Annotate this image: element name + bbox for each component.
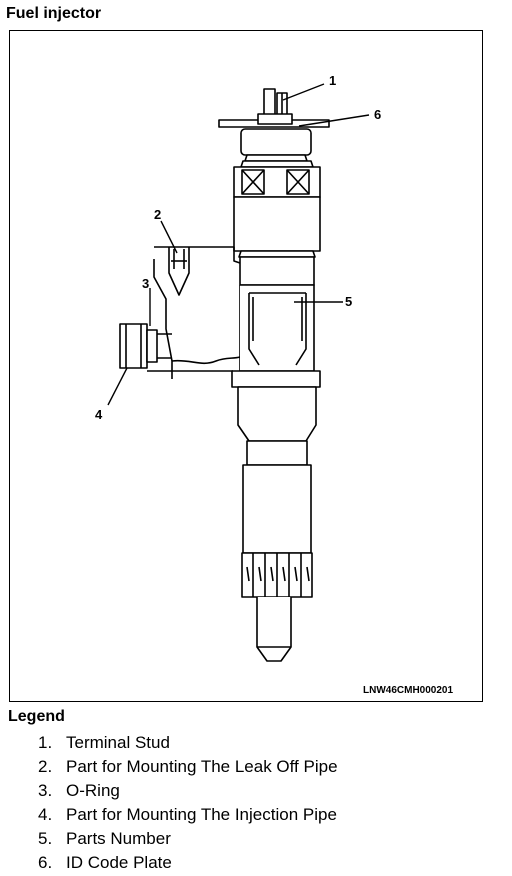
legend-item-number: 3. bbox=[38, 781, 53, 800]
legend-item-label: Part for Mounting The Leak Off Pipe bbox=[66, 757, 338, 776]
callout-4: 4 bbox=[95, 407, 103, 422]
id-code-plate bbox=[218, 113, 330, 128]
callout-1: 1 bbox=[329, 73, 336, 88]
upper-body bbox=[233, 196, 321, 286]
legend-item: 6. ID Code Plate bbox=[38, 851, 338, 875]
legend-item-label: Parts Number bbox=[66, 829, 171, 848]
legend-item-number: 1. bbox=[38, 733, 53, 752]
legend-item-label: ID Code Plate bbox=[66, 853, 172, 872]
legend-item-label: O-Ring bbox=[66, 781, 120, 800]
callout-labels: 1 6 2 3 5 4 LNW46CMH000201 bbox=[95, 73, 453, 696]
hex-body bbox=[233, 166, 321, 198]
diagram-frame: 1 6 2 3 5 4 LNW46CMH000201 bbox=[9, 30, 483, 702]
callout-5: 5 bbox=[345, 294, 352, 309]
middle-body bbox=[231, 284, 321, 388]
lower-body bbox=[237, 386, 317, 554]
page-title: Fuel injector bbox=[6, 5, 102, 22]
retaining-nut bbox=[241, 552, 313, 598]
legend-item: 4. Part for Mounting The Injection Pipe bbox=[38, 803, 338, 827]
callout-6: 6 bbox=[374, 107, 381, 122]
legend-item: 3. O-Ring bbox=[38, 779, 338, 803]
legend-item-label: Part for Mounting The Injection Pipe bbox=[66, 805, 337, 824]
legend-list: 1. Terminal Stud 2. Part for Mounting The … bbox=[38, 731, 338, 875]
diagram-code: LNW46CMH000201 bbox=[363, 685, 453, 696]
legend-item: 1. Terminal Stud bbox=[38, 731, 338, 755]
legend-item-label: Terminal Stud bbox=[66, 733, 170, 752]
callout-3: 3 bbox=[142, 276, 149, 291]
nozzle bbox=[256, 597, 292, 662]
fuel-injector-diagram: 1 6 2 3 5 4 LNW46CMH000201 bbox=[95, 73, 453, 696]
legend-heading: Legend bbox=[8, 708, 65, 725]
legend-item: 5. Parts Number bbox=[38, 827, 338, 851]
legend-item: 2. Part for Mounting The Leak Off Pipe bbox=[38, 755, 338, 779]
callout-2: 2 bbox=[154, 207, 161, 222]
side-fitting bbox=[119, 246, 241, 379]
legend-item-number: 6. bbox=[38, 853, 53, 872]
legend-item-number: 2. bbox=[38, 757, 53, 776]
upper-nut bbox=[240, 128, 314, 168]
legend-item-number: 4. bbox=[38, 805, 53, 824]
legend-item-number: 5. bbox=[38, 829, 53, 848]
leader-lines bbox=[107, 83, 370, 406]
